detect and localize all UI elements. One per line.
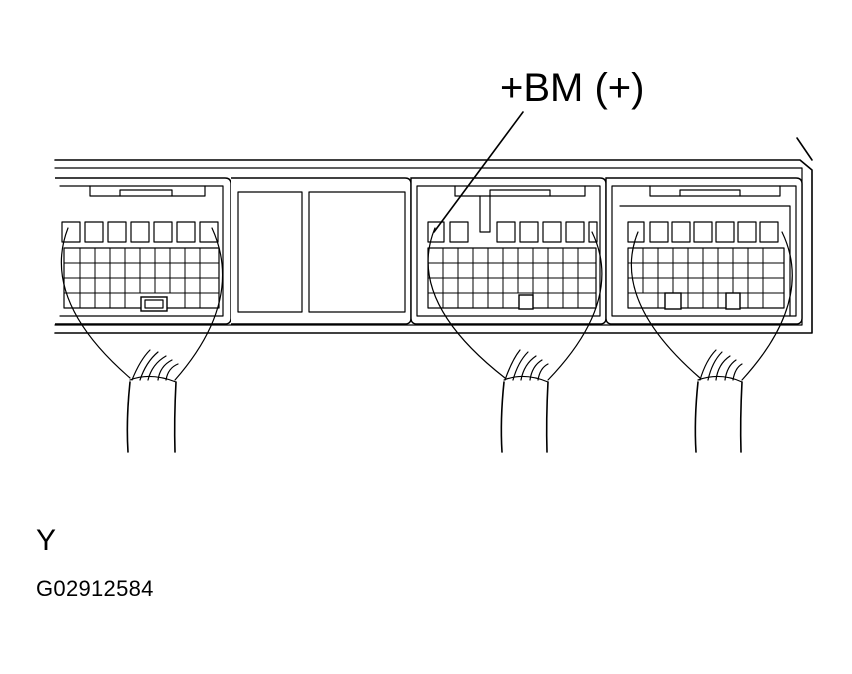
figure-code-label: G02912584: [36, 576, 154, 601]
bm-terminal-cavity: [427, 221, 445, 243]
terminal-leader-line: [433, 111, 524, 233]
connector-code-label: Y: [36, 524, 57, 557]
right-connector-terminal-grid: [627, 247, 785, 310]
left-connector-terminal-grid: [63, 247, 220, 312]
right-connector-harness: [630, 231, 793, 453]
left-connector-harness: [60, 227, 224, 453]
left-connector-top-cavities: [61, 221, 219, 243]
middle-connector-harness: [427, 227, 603, 453]
middle-connector-top-cavities: [427, 221, 598, 243]
right-connector: [605, 177, 803, 453]
center-module: [231, 177, 412, 325]
left-connector: [55, 177, 232, 453]
terminal-label: +BM (+): [500, 66, 645, 110]
middle-connector: [410, 177, 607, 453]
middle-connector-terminal-grid: [427, 247, 597, 310]
right-connector-top-cavities: [627, 221, 779, 243]
